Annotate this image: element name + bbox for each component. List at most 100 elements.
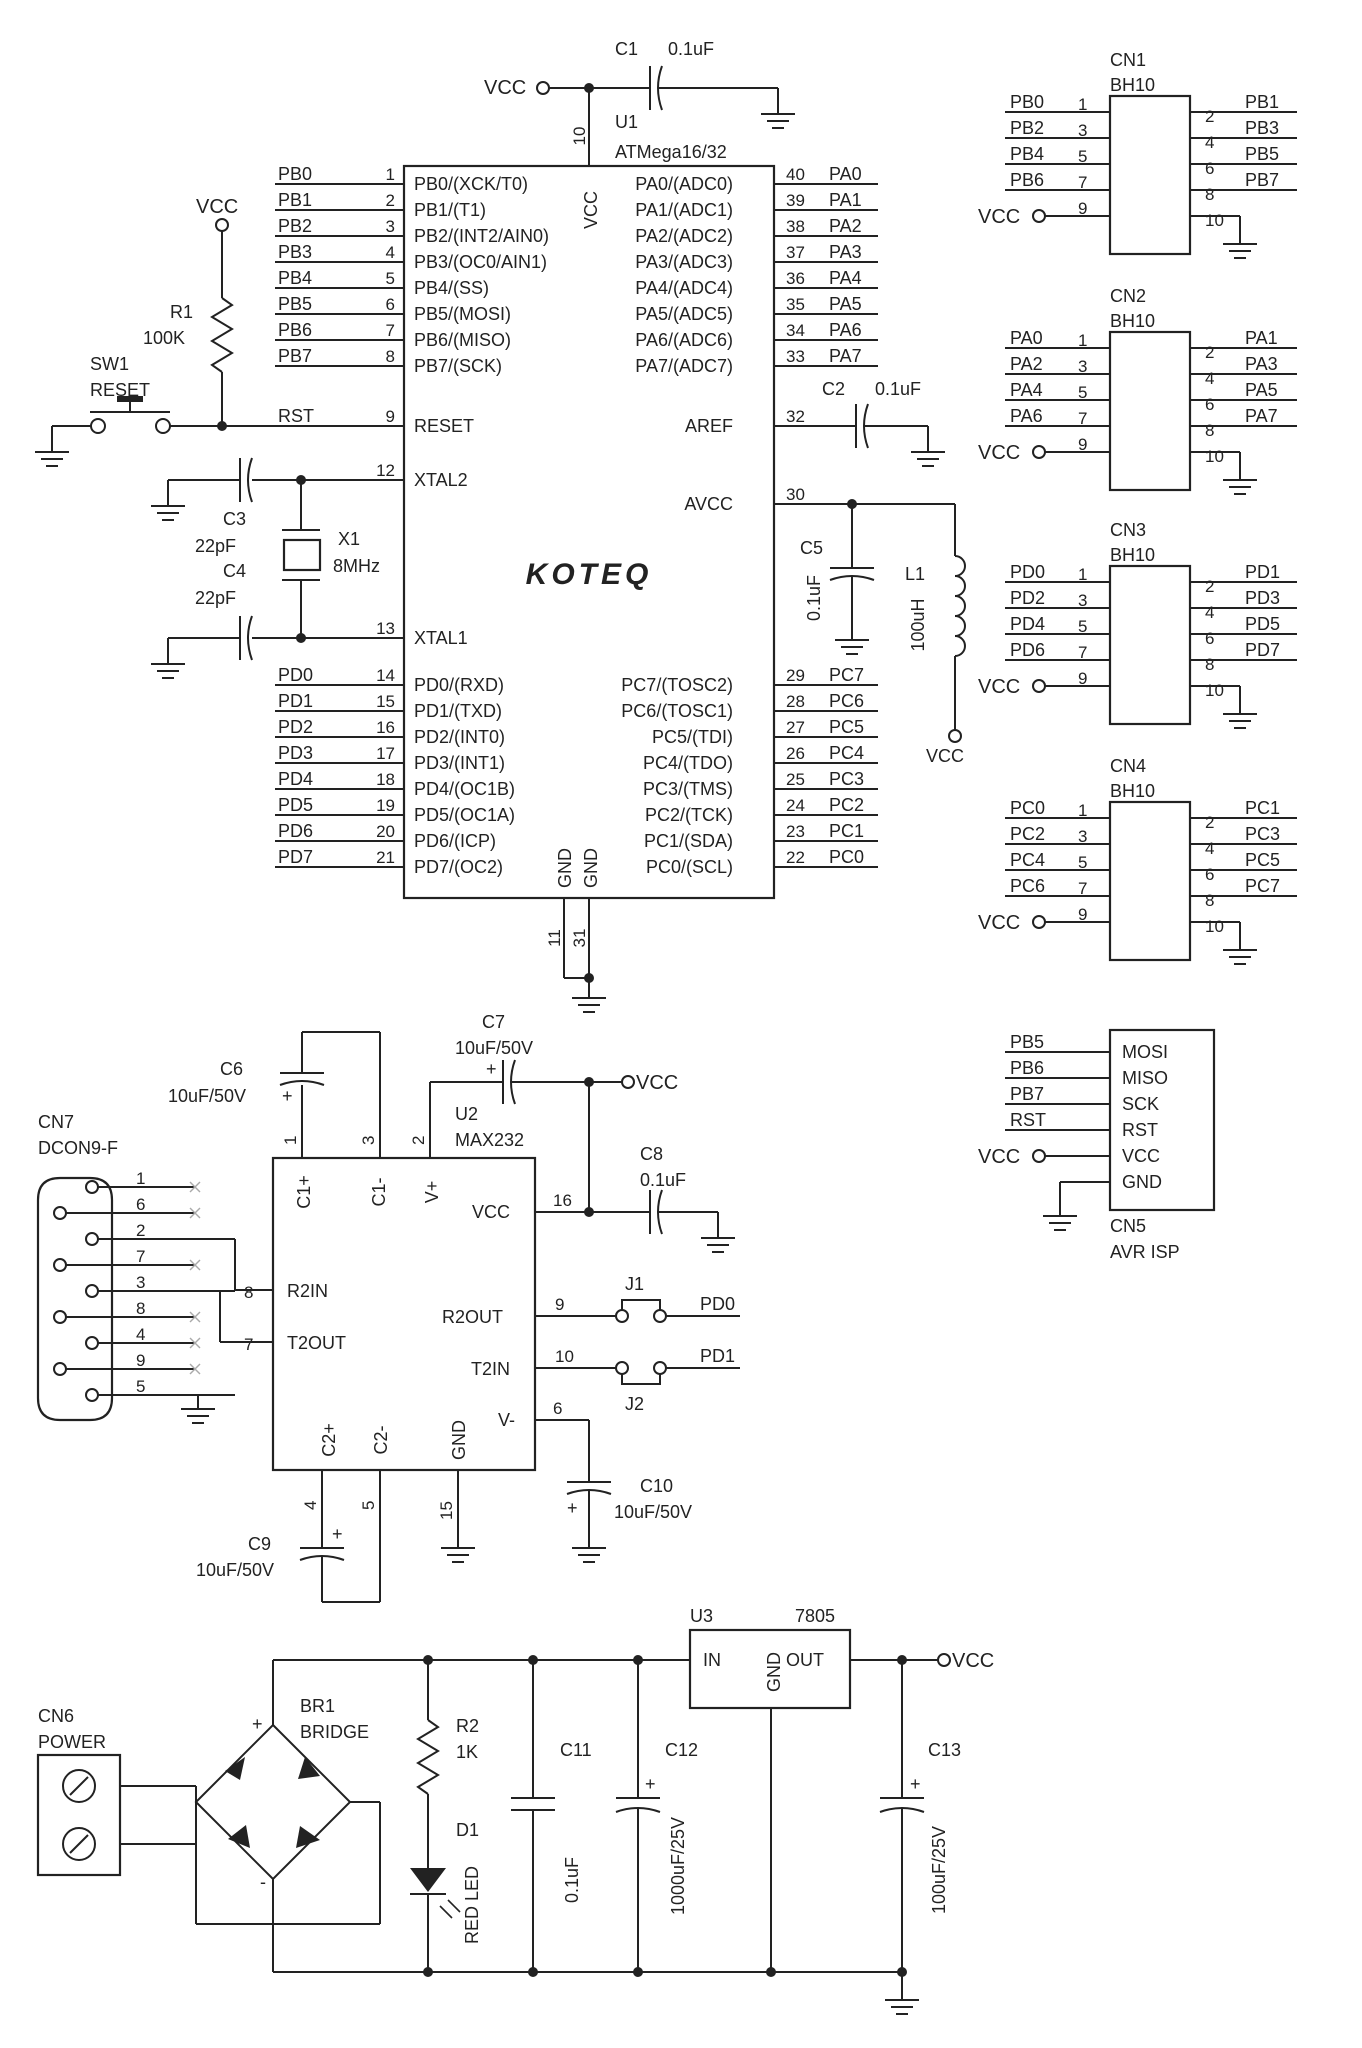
- d1-value: RED LED: [462, 1866, 482, 1944]
- dsub-pin-num: 8: [136, 1299, 145, 1318]
- header-type: BH10: [1110, 75, 1155, 95]
- pin-c1plus: C1+: [294, 1175, 314, 1209]
- c9-plus: +: [332, 1524, 343, 1544]
- header-net-left: PB0: [1010, 92, 1044, 112]
- header-ref: CN1: [1110, 50, 1146, 70]
- pin-number: 21: [376, 848, 395, 867]
- header-pin-left: 1: [1078, 565, 1087, 584]
- vcc-terminal: [1032, 915, 1046, 929]
- pin-number: 18: [376, 770, 395, 789]
- dsub-pin-7: 7: [53, 1247, 201, 1272]
- u3-gnd: GND: [764, 1652, 784, 1692]
- header-net-left: PA4: [1010, 380, 1043, 400]
- pin-function: PA4/(ADC4): [635, 278, 733, 298]
- header-pin-left: 1: [1078, 801, 1087, 820]
- pin-function: PA7/(ADC7): [635, 356, 733, 376]
- header-net-left: PD0: [1010, 562, 1045, 582]
- header-pin-vcc: 9: [1078, 905, 1087, 924]
- header-pin-left: 7: [1078, 173, 1087, 192]
- l1-value: 100uH: [908, 598, 928, 651]
- header-pin-left: 7: [1078, 643, 1087, 662]
- isp-net: RST: [1010, 1110, 1046, 1130]
- isp-func: SCK: [1122, 1094, 1159, 1114]
- c2-value: 0.1uF: [875, 379, 921, 399]
- header-net-right: PB1: [1245, 92, 1279, 112]
- pin-number: 34: [786, 321, 805, 340]
- r1-value: 100K: [143, 328, 185, 348]
- j1-ref: J1: [625, 1274, 644, 1294]
- header-net-right: PA1: [1245, 328, 1278, 348]
- isp-name: AVR ISP: [1110, 1242, 1180, 1262]
- x1-ref: X1: [338, 529, 360, 549]
- pin-number: 25: [786, 770, 805, 789]
- pin-r2out: R2OUT: [442, 1307, 503, 1327]
- dsub-pin-3: 3: [85, 1273, 235, 1298]
- pin-function: AREF: [685, 416, 733, 436]
- pin-number: 8: [386, 347, 395, 366]
- pin-number: 19: [376, 796, 395, 815]
- pin-function: PC5/(TDI): [652, 727, 733, 747]
- vcc-terminal: [1032, 679, 1046, 693]
- net-label: PD0: [278, 665, 313, 685]
- pin-t2out: T2OUT: [287, 1333, 346, 1353]
- vcc-label-r1: VCC: [196, 196, 238, 218]
- c11-value: 0.1uF: [562, 1857, 582, 1903]
- vcc-label: VCC: [484, 77, 526, 99]
- header-pin-left: 7: [1078, 409, 1087, 428]
- pin-function: PB5/(MOSI): [414, 304, 511, 324]
- vcc-label-c7: VCC: [636, 1072, 678, 1094]
- pin-number: 20: [376, 822, 395, 841]
- cap-c2: C2 0.1uF: [774, 379, 946, 467]
- header-net-left: PA0: [1010, 328, 1043, 348]
- header-pin-right: 8: [1205, 185, 1214, 204]
- pin-num-5: 5: [359, 1501, 378, 1510]
- pin-num-16: 16: [553, 1191, 572, 1210]
- l1-inductor: [954, 555, 966, 657]
- dsub-pin-4: 4: [85, 1325, 201, 1350]
- pin-number: 7: [386, 321, 395, 340]
- header-net-left: PC0: [1010, 798, 1045, 818]
- c4-ref: C4: [223, 561, 246, 581]
- pin-number: 28: [786, 692, 805, 711]
- pin-num-2: 2: [409, 1136, 428, 1145]
- c13-value: 100uF/25V: [929, 1826, 949, 1914]
- vcc-terminal: [1032, 1149, 1046, 1163]
- net-label: PC3: [829, 769, 864, 789]
- pin-number: 22: [786, 848, 805, 867]
- header-pin-right: 8: [1205, 891, 1214, 910]
- header-body: [1108, 800, 1192, 962]
- cn6-ref: CN6: [38, 1706, 74, 1726]
- header-pin-right: 2: [1205, 577, 1214, 596]
- header-type: BH10: [1110, 545, 1155, 565]
- mcu-vcc-pin-num: 10: [570, 127, 589, 146]
- pin-number: 6: [386, 295, 395, 314]
- c11-ref: C11: [560, 1740, 592, 1760]
- dsub-pin-2: 2: [85, 1221, 235, 1246]
- vcc-terminal: [1032, 445, 1046, 459]
- pin-function: PB3/(OC0/AIN1): [414, 252, 547, 272]
- pin-number: 27: [786, 718, 805, 737]
- vcc-label-l1: VCC: [926, 746, 964, 766]
- c4-value: 22pF: [195, 588, 236, 608]
- pin-function: PA5/(ADC5): [635, 304, 733, 324]
- pin-function: AVCC: [684, 494, 733, 514]
- net-label: PC2: [829, 795, 864, 815]
- header-pin-gnd: 10: [1205, 447, 1224, 466]
- c9-ref: C9: [248, 1534, 271, 1554]
- pin-function: PA2/(ADC2): [635, 226, 733, 246]
- header-net-right: PD5: [1245, 614, 1280, 634]
- rs232-section: U2 MAX232 C1+ C1- V+ VCC R2IN T2OUT R2OU…: [168, 1012, 740, 1603]
- header-type: BH10: [1110, 311, 1155, 331]
- r1-ref: R1: [170, 302, 193, 322]
